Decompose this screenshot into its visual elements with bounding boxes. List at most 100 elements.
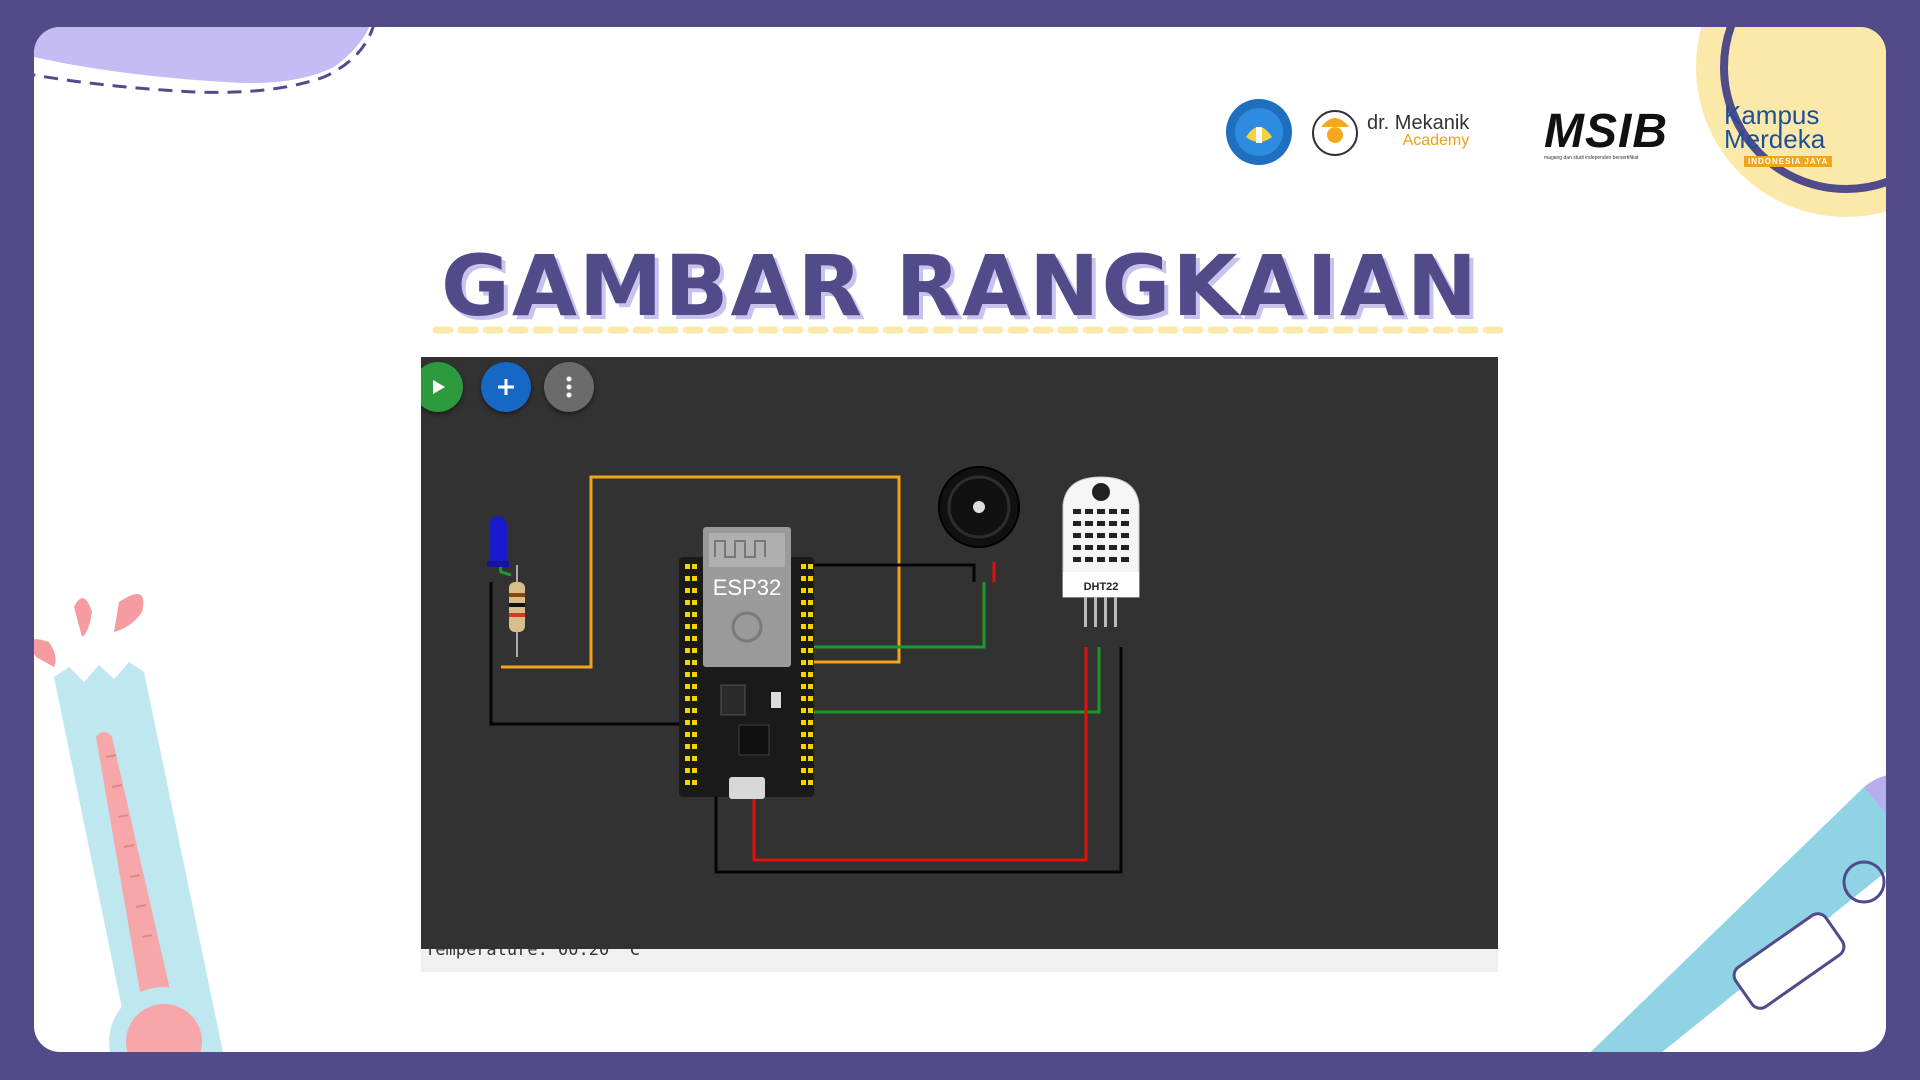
esp32-board[interactable]: ESP32 [679, 527, 814, 799]
header-pin [801, 720, 806, 725]
tut-wuri-logo [1226, 99, 1292, 165]
resistor[interactable] [509, 565, 525, 657]
play-icon [433, 380, 445, 394]
header-pin [685, 756, 690, 761]
header-pin [685, 636, 690, 641]
header-pin [685, 624, 690, 629]
header-pin [692, 588, 697, 593]
header-pin [801, 744, 806, 749]
kampus-merdeka-logo: Kampus Merdeka INDONESIA JAYA [1724, 102, 1833, 169]
header-pin [808, 732, 813, 737]
dr-mekanik-logo [1312, 110, 1358, 156]
header-pin [808, 636, 813, 641]
header-pin [808, 708, 813, 713]
esp32-label: ESP32 [713, 575, 782, 600]
header-pin [692, 768, 697, 773]
header-pin [692, 696, 697, 701]
more-vertical-icon [566, 376, 572, 398]
header-pin [685, 648, 690, 653]
play-button[interactable] [421, 362, 463, 412]
dht22-label: DHT22 [1084, 581, 1119, 593]
sensor-grille-slot [1073, 545, 1081, 550]
sensor-grille-slot [1085, 509, 1093, 514]
sensor-grille-slot [1073, 509, 1081, 514]
add-part-button[interactable] [481, 362, 531, 412]
header-pin [692, 624, 697, 629]
header-pin [808, 780, 813, 785]
led[interactable] [487, 516, 509, 567]
sensor-grille-slot [1109, 509, 1117, 514]
header-pin [801, 588, 806, 593]
header-pin [685, 768, 690, 773]
header-pin [801, 768, 806, 773]
sensor-grille-slot [1121, 533, 1129, 538]
header-pin [808, 684, 813, 689]
header-pin [685, 612, 690, 617]
header-pin [685, 600, 690, 605]
plus-icon [498, 379, 514, 395]
sensor-grille-slot [1073, 557, 1081, 562]
header-pin [801, 624, 806, 629]
dht22-sensor[interactable]: DHT22 [1062, 476, 1140, 627]
header-pin [808, 720, 813, 725]
header-pin [685, 780, 690, 785]
sensor-grille-slot [1085, 557, 1093, 562]
dr-mekanik-wordmark: dr. Mekanik Academy [1367, 112, 1470, 149]
header-pin [692, 576, 697, 581]
buzzer[interactable] [938, 466, 1020, 548]
sensor-grille-slot [1121, 509, 1129, 514]
header-pin [808, 564, 813, 569]
header-pin [685, 708, 690, 713]
circuit-canvas[interactable]: ESP32 [421, 357, 1498, 949]
sensor-grille-slot [1121, 521, 1129, 526]
header-pin [808, 612, 813, 617]
header-pin [685, 696, 690, 701]
msib-logo: MSIB magang dan studi independen bersert… [1544, 105, 1668, 162]
sensor-grille-slot [1073, 533, 1081, 538]
header-pin [801, 672, 806, 677]
sensor-grille-slot [1109, 557, 1117, 562]
header-pin [808, 696, 813, 701]
sensor-grille-slot [1097, 521, 1105, 526]
header-pin [692, 708, 697, 713]
wire-green-sensor [809, 647, 1101, 714]
wire-green-buzzer [809, 582, 986, 649]
header-pin [692, 672, 697, 677]
header-pin [808, 648, 813, 653]
page-title: GAMBAR RANGKAIAN [440, 237, 1480, 335]
sensor-grille-slot [1109, 533, 1117, 538]
header-pin [801, 636, 806, 641]
simulator-panel: ESP32 [421, 357, 1498, 972]
sensor-grille-slot [1097, 533, 1105, 538]
digital-thermometer-decoration [1590, 775, 1886, 1052]
wire-black-gnd [714, 647, 1123, 874]
header-pin [692, 780, 697, 785]
header-pin [692, 660, 697, 665]
sensor-grille-slot [1085, 533, 1093, 538]
sensor-grille-slot [1109, 545, 1117, 550]
header-pin [808, 756, 813, 761]
more-options-button[interactable] [544, 362, 594, 412]
header-pin [692, 600, 697, 605]
header-pin [692, 684, 697, 689]
header-pin [685, 672, 690, 677]
header-pin [808, 660, 813, 665]
header-pin [801, 600, 806, 605]
header-pin [685, 576, 690, 581]
circuit-diagram: ESP32 [487, 466, 1140, 874]
header-pin [692, 732, 697, 737]
header-pin [692, 648, 697, 653]
header-pin [685, 744, 690, 749]
sensor-grille-slot [1097, 545, 1105, 550]
header-pin [801, 564, 806, 569]
wire-black-led [489, 582, 684, 726]
header-pin [685, 684, 690, 689]
header-pin [692, 564, 697, 569]
header-pin [692, 612, 697, 617]
serial-output-text: Temperature: 00.20 °C [425, 949, 640, 960]
thermometer-left-decoration [34, 594, 223, 1052]
header-pin [808, 768, 813, 773]
decorative-blob [34, 27, 375, 94]
header-pin [808, 672, 813, 677]
decorative-sun [1696, 27, 1886, 217]
